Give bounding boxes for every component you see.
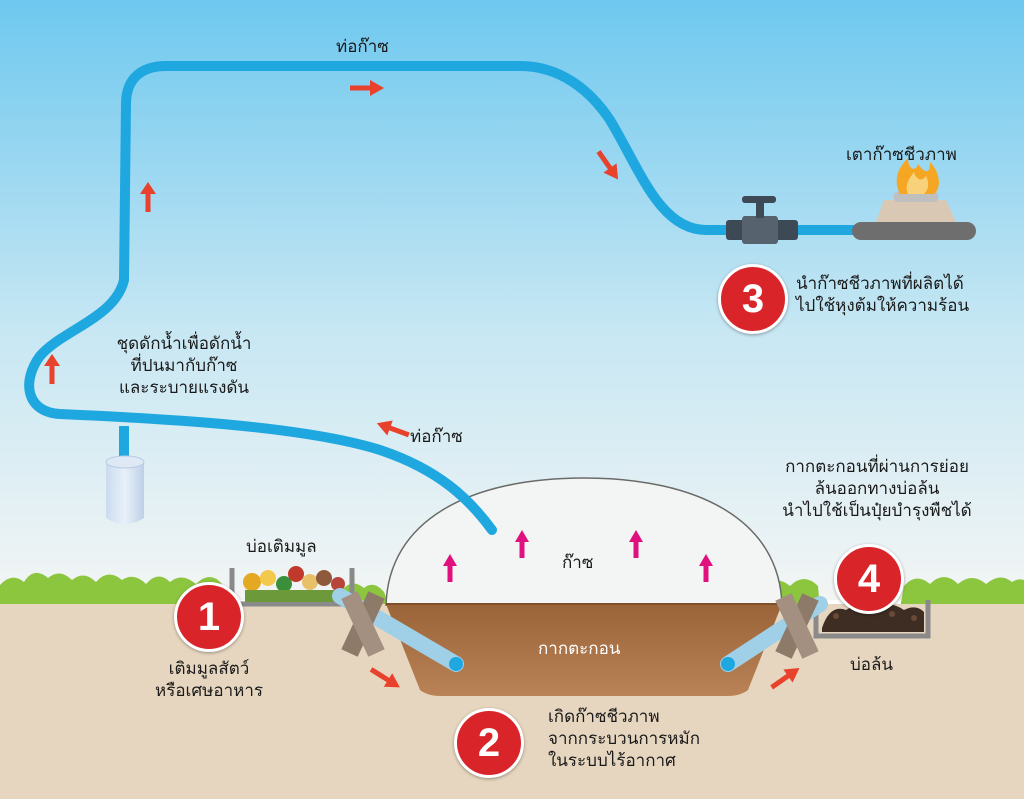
water-trap-label: ชุดดักน้ำเพื่อดักน้ำ ที่ปนมากับก๊าซ และร…: [116, 334, 252, 398]
gas-valve: [726, 196, 798, 244]
inlet-pit: [229, 566, 355, 607]
step-1-badge: 1: [174, 582, 244, 652]
flow-arrow-outlet: [770, 667, 800, 690]
gas-label: ก๊าซ: [562, 553, 594, 573]
digester-sludge: [386, 604, 782, 696]
flow-arrow-down-right: [596, 150, 619, 180]
outlet-label: บ่อล้น: [850, 655, 894, 675]
digester-dome: [385, 477, 783, 607]
wooden-support-left: [341, 591, 385, 657]
step-1-text: เติมมูลสัตว์ หรือเศษอาหาร: [155, 659, 263, 701]
pipe-label-mid: ท่อก๊าซ: [410, 427, 463, 447]
sludge-label: กากตะกอน: [538, 639, 621, 659]
flow-arrow-right-top: [350, 80, 384, 96]
step-3-badge: 3: [718, 264, 788, 334]
water-trap: [105, 455, 145, 524]
flow-arrow-left-mid: [376, 420, 410, 438]
biogas-stove: [852, 158, 976, 240]
gas-arrows: [443, 530, 713, 582]
stove-label: เตาก๊าซชีวภาพ: [846, 145, 957, 165]
flow-arrow-up-1: [140, 182, 156, 212]
step-4-badge: 4: [834, 544, 904, 614]
flow-arrows: [44, 80, 800, 690]
step-2-badge: 2: [454, 708, 524, 778]
wooden-support-right: [775, 593, 819, 659]
step-3-text: นำก๊าซชีวภาพที่ผลิตได้ ไปใช้หุงต้มให้ควา…: [796, 274, 970, 316]
pipe-label-top: ท่อก๊าซ: [336, 37, 389, 57]
step-2-text: เกิดก๊าซชีวภาพ จากกระบวนการหมัก ในระบบไร…: [548, 707, 700, 771]
gas-pipe: [24, 61, 865, 535]
flow-arrow-inlet: [369, 667, 400, 688]
inlet-label: บ่อเติมมูล: [246, 537, 317, 557]
flow-arrow-up-2: [44, 354, 60, 384]
step-4-text: กากตะกอนที่ผ่านการย่อย ล้นออกทางบ่อล้น น…: [782, 457, 972, 521]
